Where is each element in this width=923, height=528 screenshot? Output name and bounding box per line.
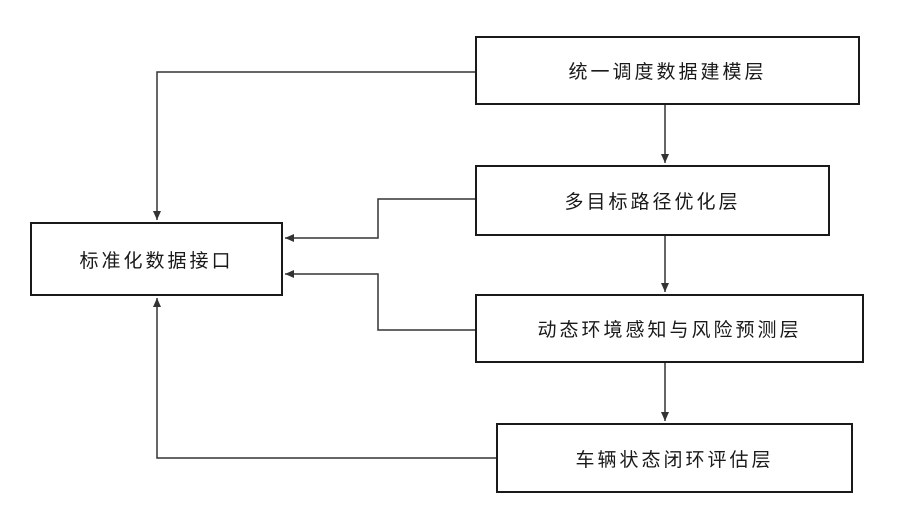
- standard-data-interface-box: 标准化数据接口: [30, 222, 283, 296]
- arrow-dynamic-to-interface: [285, 274, 475, 330]
- standard-data-interface-label: 标准化数据接口: [79, 246, 233, 273]
- arrow-unified-to-interface: [157, 72, 475, 220]
- vehicle-state-eval-layer-box: 车辆状态闭环评估层: [496, 423, 853, 493]
- arrow-multi-to-interface: [285, 199, 475, 238]
- multi-objective-path-layer-box: 多目标路径优化层: [475, 165, 830, 236]
- multi-objective-path-layer-label: 多目标路径优化层: [564, 187, 740, 214]
- unified-scheduling-layer-label: 统一调度数据建模层: [568, 57, 766, 84]
- dynamic-environment-layer-label: 动态环境感知与风险预测层: [537, 315, 801, 342]
- unified-scheduling-layer-box: 统一调度数据建模层: [475, 36, 860, 105]
- arrow-vehicle-to-interface: [157, 298, 496, 458]
- vehicle-state-eval-layer-label: 车辆状态闭环评估层: [575, 445, 773, 472]
- dynamic-environment-layer-box: 动态环境感知与风险预测层: [475, 294, 864, 363]
